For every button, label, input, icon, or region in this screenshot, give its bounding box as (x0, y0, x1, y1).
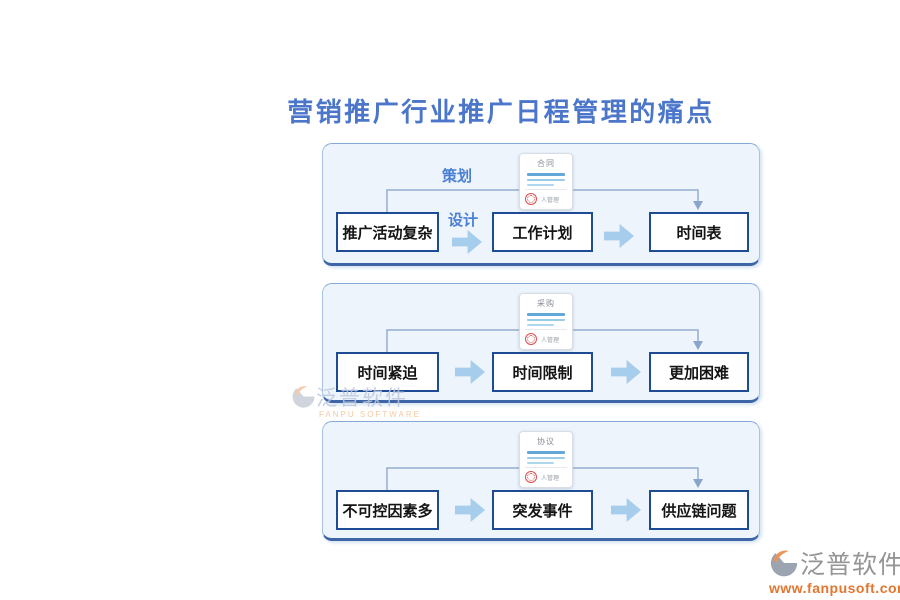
seal-label: 人管理 (541, 337, 560, 344)
page-title: 营销推广行业推广日程管理的痛点 (287, 97, 715, 127)
seal-label: 人管理 (541, 197, 560, 204)
document-text-lines (527, 451, 565, 464)
document-divider (525, 329, 567, 330)
brand-name: 泛普软件 (800, 551, 900, 579)
red-seal-icon (525, 333, 537, 345)
flow-box: 不可控因素多 (336, 490, 439, 530)
flow-box: 时间表 (649, 212, 749, 252)
contract-document-icon: 合同 人管理 (519, 153, 573, 210)
document-title: 合同 (537, 159, 555, 168)
agreement-document-icon: 协议 人管理 (519, 431, 573, 488)
flow-box: 工作计划 (492, 212, 593, 252)
pain-point-panel-2: 采购 人管理 时间紧迫 时间限制 更加困难 (322, 283, 760, 403)
document-text-lines (527, 313, 565, 326)
brand-caption: FANPU SOFTWARE (319, 410, 421, 419)
flow-box: 更加困难 (649, 352, 749, 392)
flow-box: 时间限制 (492, 352, 593, 392)
fanpu-logo-icon (292, 386, 315, 408)
document-text-lines (527, 173, 565, 186)
red-seal-icon (525, 193, 537, 205)
flow-box: 突发事件 (492, 490, 593, 530)
site-url: www.fanpusoft.com (769, 580, 900, 596)
document-title: 采购 (537, 299, 555, 308)
procurement-document-icon: 采购 人管理 (519, 293, 573, 350)
pain-point-panel-1: 合同 人管理 策划 设计 推广活动复杂 工作计划 时间表 (322, 143, 760, 266)
red-seal-icon (525, 471, 537, 483)
footer-brand-watermark: 泛普软件 www.fanpusoft.com (769, 545, 900, 596)
document-divider (525, 189, 567, 190)
brand-name: 泛普软件 (316, 387, 408, 410)
flow-label-design: 设计 (448, 212, 479, 229)
flow-label-plan: 策划 (442, 168, 473, 185)
flow-box: 时间紧迫 (336, 352, 439, 392)
fanpu-logo-icon (770, 550, 798, 577)
document-title: 协议 (537, 437, 555, 446)
pain-point-panel-3: 协议 人管理 不可控因素多 突发事件 供应链问题 (322, 421, 760, 541)
flow-box: 推广活动复杂 (336, 212, 439, 252)
document-divider (525, 467, 567, 468)
flow-box: 供应链问题 (649, 490, 749, 530)
seal-label: 人管理 (541, 475, 560, 482)
center-brand-watermark: 泛普软件 FANPU SOFTWARE (291, 382, 421, 419)
